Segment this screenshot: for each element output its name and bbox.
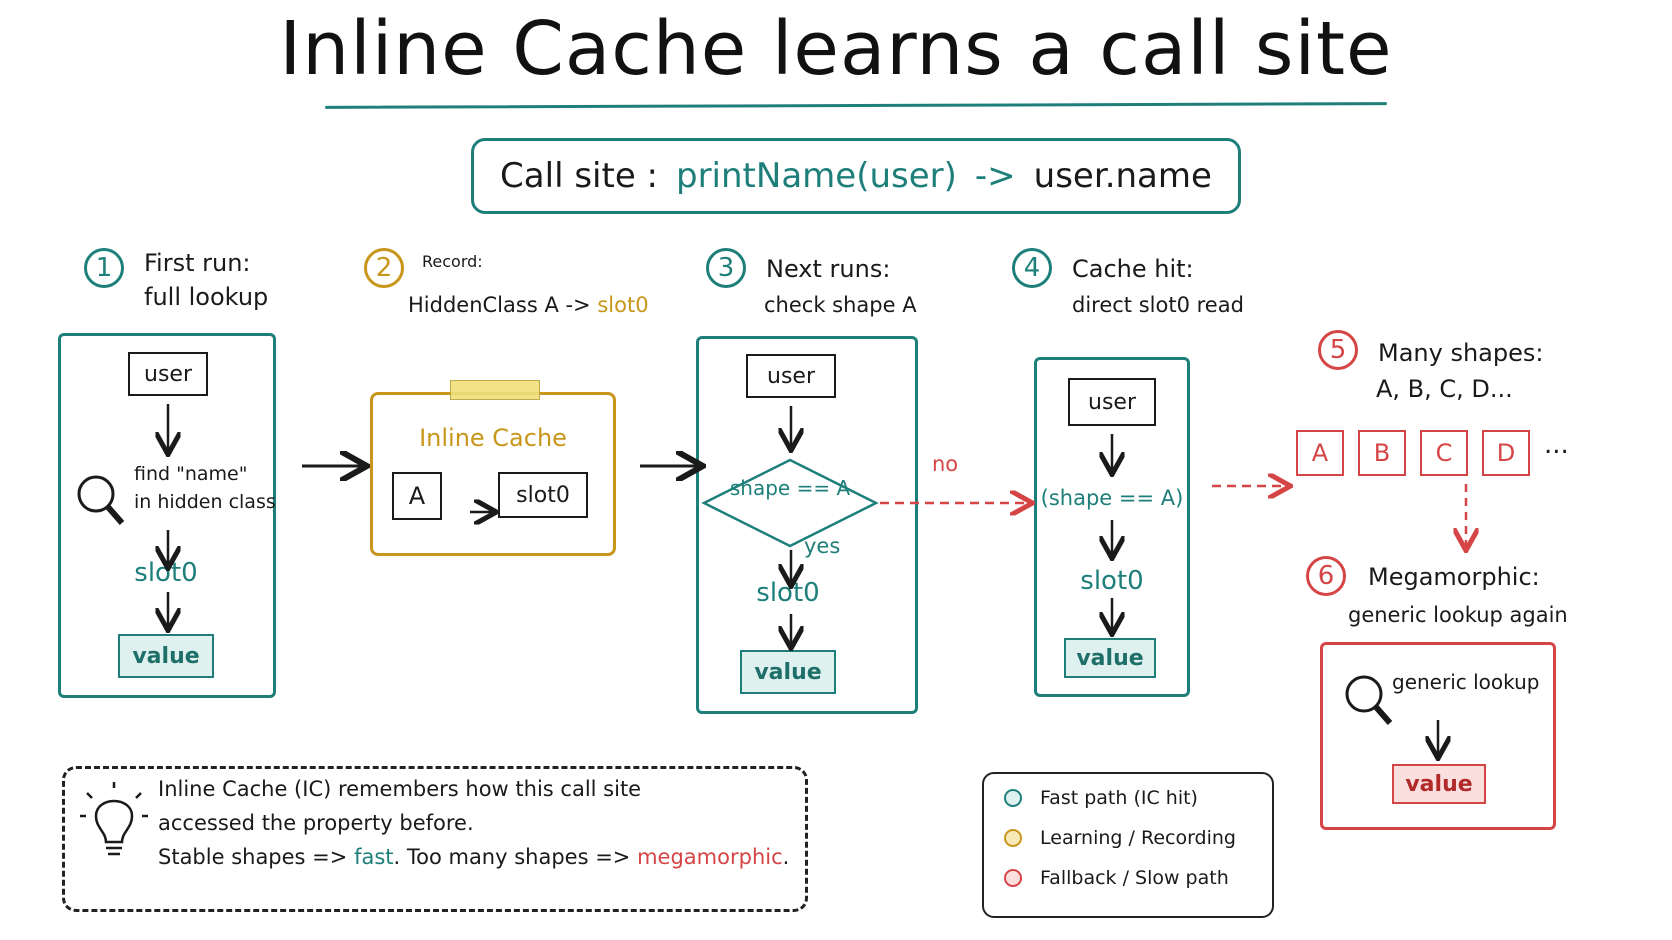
panel-cache-hit bbox=[1034, 357, 1190, 697]
step-1-number: 1 bbox=[84, 248, 124, 288]
step-2-number: 2 bbox=[364, 248, 404, 288]
legend-item-fast: Fast path (IC hit) bbox=[1004, 778, 1236, 818]
step-2-sub: HiddenClass A -> slot0 bbox=[408, 290, 649, 320]
shapes-more: ... bbox=[1544, 430, 1569, 460]
step-6-header: 6 bbox=[1306, 556, 1346, 596]
step-4-sub: direct slot0 read bbox=[1072, 293, 1244, 317]
inline-cache-heading: Inline Cache bbox=[419, 424, 567, 452]
note-fast: fast bbox=[354, 845, 394, 869]
legend-label-fallback: Fallback / Slow path bbox=[1040, 867, 1229, 889]
step-2-header: 2 bbox=[364, 248, 404, 288]
user-box-4: user bbox=[1068, 378, 1156, 426]
shape-box-a: A bbox=[1296, 430, 1344, 476]
user-box-1: user bbox=[128, 352, 208, 396]
find-name-text: find "name" in hidden class bbox=[134, 460, 276, 516]
call-site-code: printName(user) bbox=[676, 156, 957, 196]
shape-check-diamond bbox=[701, 458, 879, 548]
step-3-number: 3 bbox=[706, 248, 746, 288]
slot-label-4: slot0 bbox=[1080, 566, 1144, 596]
shape-box-c: C bbox=[1420, 430, 1468, 476]
step-2-title: Record: bbox=[422, 252, 483, 271]
call-site-label: Call site : bbox=[500, 156, 658, 196]
find-line-2: in hidden class bbox=[134, 491, 276, 513]
value-box-4: value bbox=[1064, 638, 1156, 678]
page-title: Inline Cache learns a call site bbox=[279, 6, 1393, 92]
call-site-target: user.name bbox=[1033, 156, 1212, 196]
step-5-sub: A, B, C, D... bbox=[1376, 375, 1513, 403]
value-box-6: value bbox=[1392, 764, 1486, 804]
legend-item-learning: Learning / Recording bbox=[1004, 818, 1236, 858]
step-6-number: 6 bbox=[1306, 556, 1346, 596]
step-6-title: Megamorphic: bbox=[1368, 563, 1540, 591]
step-1-text: First run: full lookup bbox=[144, 246, 268, 314]
magnifier-icon bbox=[1345, 675, 1393, 725]
cache-key-box: A bbox=[392, 472, 442, 520]
no-label: no bbox=[932, 452, 959, 476]
note-text: Inline Cache (IC) remembers how this cal… bbox=[158, 772, 789, 874]
note-line-1: Inline Cache (IC) remembers how this cal… bbox=[158, 777, 642, 801]
step-5-header: 5 bbox=[1318, 330, 1358, 370]
step-1-header: 1 bbox=[84, 248, 124, 288]
legend-dot-gold bbox=[1004, 829, 1022, 847]
legend-dot-red bbox=[1004, 869, 1022, 887]
step-6-sub: generic lookup again bbox=[1348, 603, 1568, 627]
note-line-3-prefix: Stable shapes => bbox=[158, 845, 348, 869]
magnifier-icon bbox=[77, 475, 125, 525]
step-1-title: First run: bbox=[144, 249, 251, 277]
panel-first-run bbox=[58, 333, 276, 698]
shape-box-b: B bbox=[1358, 430, 1406, 476]
step-4-number: 4 bbox=[1012, 248, 1052, 288]
step-4-title: Cache hit: bbox=[1072, 255, 1194, 283]
note-line-3-mid: . Too many shapes => bbox=[393, 845, 631, 869]
step-3-sub: check shape A bbox=[764, 293, 917, 317]
panel-megamorphic bbox=[1320, 642, 1556, 830]
step-2-sub-highlight: slot0 bbox=[597, 293, 649, 317]
step-5-title: Many shapes: bbox=[1378, 339, 1544, 367]
step-4-header: 4 bbox=[1012, 248, 1052, 288]
step-5-number: 5 bbox=[1318, 330, 1358, 370]
yes-label: yes bbox=[804, 534, 841, 558]
step-3-header: 3 bbox=[706, 248, 746, 288]
legend-label-learning: Learning / Recording bbox=[1040, 827, 1236, 849]
step-2-sub-prefix: HiddenClass A -> bbox=[408, 293, 591, 317]
explanation-note bbox=[62, 766, 808, 912]
note-megamorphic: megamorphic bbox=[637, 845, 783, 869]
legend-dot-teal bbox=[1004, 789, 1022, 807]
legend-items: Fast path (IC hit) Learning / Recording … bbox=[1004, 778, 1236, 898]
call-site-box: Call site : printName(user) -> user.name bbox=[471, 138, 1241, 214]
find-line-1: find "name" bbox=[134, 463, 248, 485]
note-line-3-end: . bbox=[782, 845, 790, 869]
note-line-3: Stable shapes => fast. Too many shapes =… bbox=[158, 840, 789, 874]
panel-next-runs bbox=[696, 336, 918, 714]
tape-icon bbox=[450, 380, 540, 400]
shape-check-passive: (shape == A) bbox=[1040, 486, 1184, 510]
generic-lookup-text: generic lookup bbox=[1392, 670, 1540, 694]
step-1-sub: full lookup bbox=[144, 283, 269, 311]
user-box-3: user bbox=[746, 354, 836, 398]
shape-box-d: D bbox=[1482, 430, 1530, 476]
value-box-3: value bbox=[740, 650, 836, 694]
step-3-title: Next runs: bbox=[766, 255, 891, 283]
call-site-arrow: -> bbox=[974, 156, 1016, 196]
legend-label-fast: Fast path (IC hit) bbox=[1040, 787, 1198, 809]
note-line-2: accessed the property before. bbox=[158, 811, 474, 835]
legend-item-fallback: Fallback / Slow path bbox=[1004, 858, 1236, 898]
cache-slot-box: slot0 bbox=[498, 472, 588, 518]
lightbulb-icon bbox=[80, 782, 148, 856]
legend bbox=[982, 772, 1274, 918]
value-box-1: value bbox=[118, 634, 214, 678]
